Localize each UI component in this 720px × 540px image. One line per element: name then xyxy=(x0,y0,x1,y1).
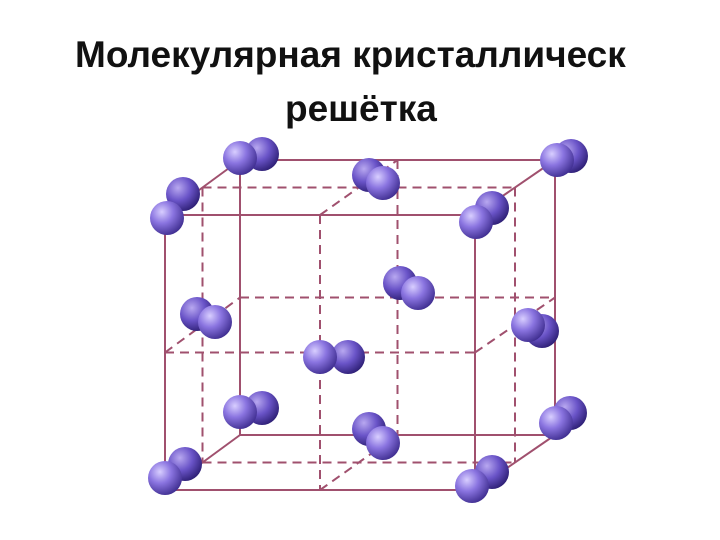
diatomic-molecule-icon xyxy=(352,412,400,460)
diatomic-molecule-icon xyxy=(459,191,509,239)
diatomic-molecule-icon xyxy=(223,391,279,429)
diatomic-molecule-icon xyxy=(511,308,559,348)
diatomic-molecule-icon xyxy=(148,447,202,495)
atom-front xyxy=(511,308,545,342)
diatomic-molecule-icon xyxy=(150,177,200,235)
atom-front xyxy=(540,143,574,177)
diatomic-molecule-icon xyxy=(180,297,232,339)
atom-front xyxy=(223,395,257,429)
title-line-1: Молекулярная кристаллическ xyxy=(75,34,626,75)
atom-front xyxy=(366,426,400,460)
atom-front xyxy=(459,205,493,239)
atom-front xyxy=(303,340,337,374)
diatomic-molecule-icon xyxy=(539,396,587,440)
atom-front xyxy=(366,166,400,200)
title-line-2: решётка xyxy=(285,88,437,129)
diatomic-molecule-icon xyxy=(352,158,400,200)
diatomic-molecule-icon xyxy=(455,455,509,503)
diatomic-molecule-icon xyxy=(223,137,279,175)
atom-front xyxy=(148,461,182,495)
diatomic-molecule-icon xyxy=(383,266,435,310)
atom-front xyxy=(223,141,257,175)
atom-front xyxy=(198,305,232,339)
diatomic-molecule-icon xyxy=(303,340,365,374)
atom-front xyxy=(455,469,489,503)
molecules xyxy=(148,137,588,503)
atom-back xyxy=(166,177,200,211)
atom-front xyxy=(539,406,573,440)
diatomic-molecule-icon xyxy=(540,139,588,177)
atom-back xyxy=(331,340,365,374)
atom-front xyxy=(401,276,435,310)
atom-front xyxy=(150,201,184,235)
